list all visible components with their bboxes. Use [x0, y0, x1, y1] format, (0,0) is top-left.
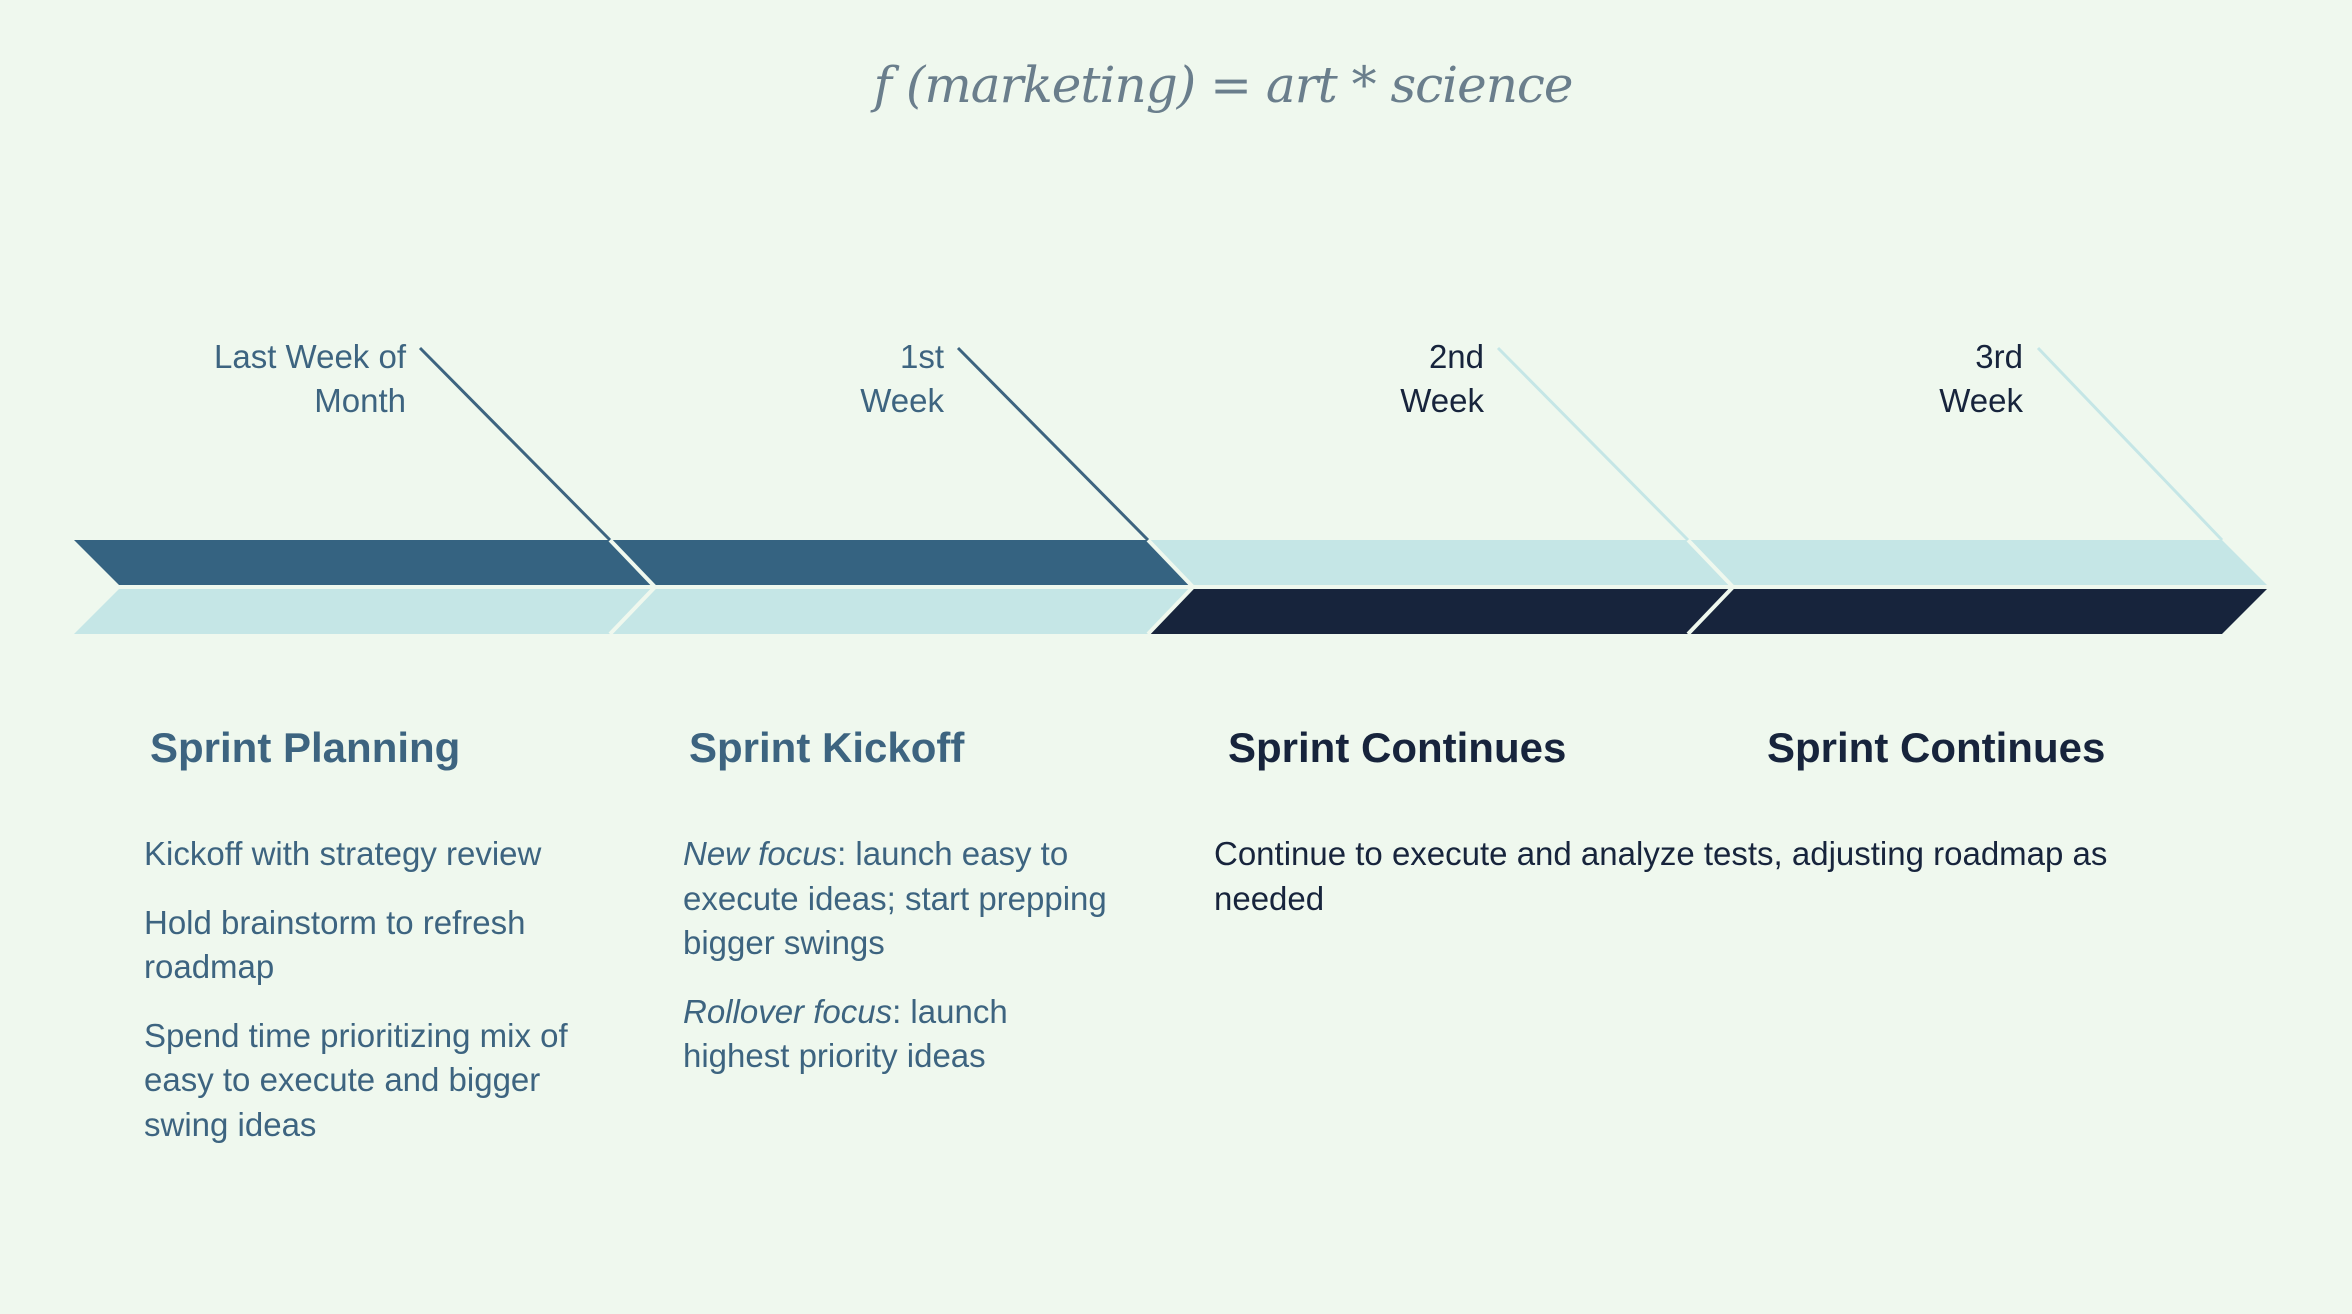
- stage-2-list: New focus: launch easy to execute ideas;…: [683, 832, 1123, 1103]
- focus-text: : launch easy to execute ideas; start pr…: [683, 835, 1107, 961]
- stage-heading-1: Sprint Planning: [150, 724, 461, 771]
- focus-text: : launch highest priority ideas: [683, 992, 1008, 1075]
- timeline-segment-2: [610, 540, 1193, 634]
- segment-2-top: [610, 540, 1193, 585]
- week-label-1-line1: Last Week of: [214, 338, 406, 375]
- timeline-segment-4: [1688, 540, 2267, 634]
- week-label-3: 2nd Week: [1184, 335, 1484, 423]
- week-label-2-line1: 1st: [899, 338, 944, 375]
- leader-line-1: [418, 346, 612, 542]
- focus-label: Rollover focus: [683, 992, 893, 1030]
- focus-label: New focus: [683, 835, 838, 872]
- stage-1-item: Kickoff with strategy review: [144, 835, 542, 872]
- week-label-2-line2: Week: [860, 382, 944, 419]
- separator-1: [608, 538, 658, 636]
- segment-3-bottom: [1148, 589, 1733, 634]
- stage-1-item: Hold brainstorm to refresh roadmap: [144, 903, 526, 986]
- stage-2-item: New focus: launch easy to execute ideas;…: [683, 832, 1123, 966]
- timeline-segment-1: [74, 540, 655, 634]
- segment-2-bottom: [610, 589, 1193, 634]
- stage-2-item: Rollover focus: launch highest priority …: [683, 990, 1123, 1079]
- stage-1-item: Spend time prioritizing mix of easy to e…: [144, 1016, 568, 1143]
- timeline-arrows: [74, 346, 2267, 636]
- stage-heading-4: Sprint Continues: [1767, 724, 2106, 771]
- timeline-segment-3: [1148, 540, 1733, 634]
- segment-3-top: [1148, 540, 1733, 585]
- week-label-1-line2: Month: [314, 382, 406, 419]
- leader-line-2: [956, 346, 1150, 542]
- shared-note: Continue to execute and analyze tests, a…: [1214, 832, 2214, 945]
- segment-1-bottom: [74, 589, 655, 634]
- segment-4-top: [1688, 540, 2267, 585]
- page-title: f (marketing) = art * science: [873, 56, 1573, 114]
- leader-line-3: [1496, 346, 1690, 542]
- shared-note-text: Continue to execute and analyze tests, a…: [1214, 835, 2108, 917]
- leader-line-4: [2036, 346, 2224, 542]
- segment-1-top: [74, 540, 655, 585]
- week-label-2: 1st Week: [644, 335, 944, 423]
- stage-1-list: Kickoff with strategy review Hold brains…: [144, 832, 584, 1171]
- week-label-4: 3rd Week: [1723, 335, 2023, 423]
- segment-4-bottom: [1688, 589, 2267, 634]
- separator-3: [1686, 538, 1736, 636]
- stage-heading-3: Sprint Continues: [1228, 724, 1567, 771]
- separator-2: [1146, 538, 1196, 636]
- week-label-4-line1: 3rd: [1975, 338, 2023, 375]
- stage-heading-2: Sprint Kickoff: [689, 724, 965, 771]
- week-label-3-line2: Week: [1400, 382, 1484, 419]
- segment-separators: [608, 538, 1736, 636]
- week-label-3-line1: 2nd: [1428, 338, 1484, 375]
- week-label-1: Last Week of Month: [106, 335, 406, 423]
- week-label-4-line2: Week: [1939, 382, 2023, 419]
